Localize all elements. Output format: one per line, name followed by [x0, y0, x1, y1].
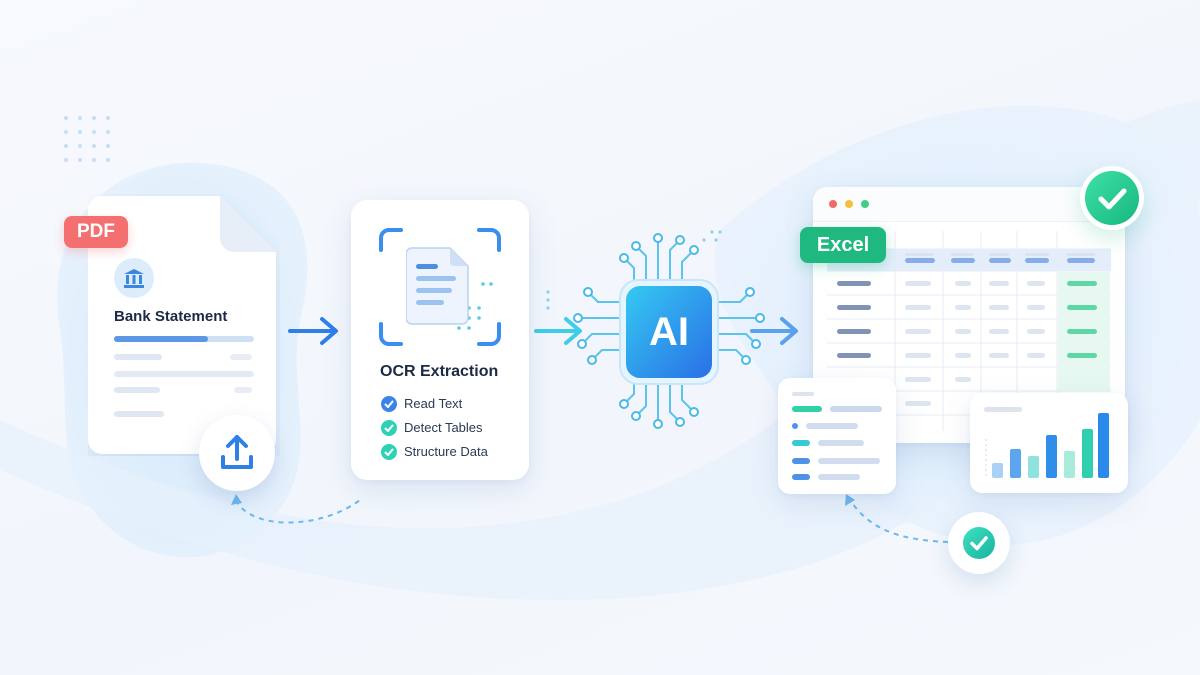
bar — [1064, 451, 1075, 478]
dot-grid-decor — [64, 116, 110, 162]
bar — [1082, 429, 1093, 478]
check-icon — [381, 420, 397, 436]
ocr-step-label: Detect Tables — [404, 420, 483, 435]
document-icon — [406, 247, 469, 325]
arrow-right-icon — [288, 317, 338, 345]
close-dot[interactable] — [829, 200, 837, 208]
arrow-right-icon — [534, 317, 582, 345]
maximize-dot[interactable] — [861, 200, 869, 208]
upload-icon — [221, 435, 253, 469]
ocr-extraction-card[interactable]: OCR Extraction Read Text Detect Tables S… — [351, 200, 529, 480]
excel-badge-label: Excel — [816, 234, 870, 256]
mini-bar-chart — [984, 407, 1109, 479]
dashed-loop-left — [235, 499, 361, 524]
pdf-badge: PDF — [64, 216, 128, 248]
minimize-dot[interactable] — [845, 200, 853, 208]
arrow-right-icon — [750, 317, 798, 345]
bar-chart-card[interactable] — [970, 393, 1128, 493]
check-icon — [381, 444, 397, 460]
bar — [1098, 413, 1109, 478]
bar — [1046, 435, 1057, 478]
bank-icon — [114, 258, 154, 298]
document-title: Bank Statement — [114, 308, 228, 325]
window-titlebar — [813, 187, 1125, 222]
excel-badge: Excel — [800, 227, 886, 263]
ai-label: AI — [649, 310, 689, 354]
ocr-title: OCR Extraction — [380, 363, 499, 380]
chip-icon — [573, 233, 765, 429]
verified-badge — [948, 512, 1010, 574]
ocr-step-item: Read Text — [381, 395, 521, 413]
check-icon — [381, 396, 397, 412]
check-icon — [963, 527, 995, 559]
excel-window[interactable] — [813, 187, 1125, 443]
pdf-badge-label: PDF — [77, 221, 115, 242]
bar — [1010, 449, 1021, 478]
check-icon — [1085, 171, 1139, 225]
ocr-step-label: Structure Data — [404, 444, 488, 459]
bar — [1028, 456, 1039, 478]
dashed-loop-right — [849, 499, 949, 543]
ocr-step-item: Detect Tables — [381, 419, 521, 437]
data-list-rows — [792, 392, 882, 480]
bar — [992, 463, 1003, 478]
success-badge — [1080, 166, 1144, 230]
data-list-card[interactable] — [778, 378, 896, 494]
ocr-step-item: Structure Data — [381, 443, 521, 461]
ocr-step-label: Read Text — [404, 396, 463, 411]
upload-button[interactable] — [199, 415, 275, 491]
